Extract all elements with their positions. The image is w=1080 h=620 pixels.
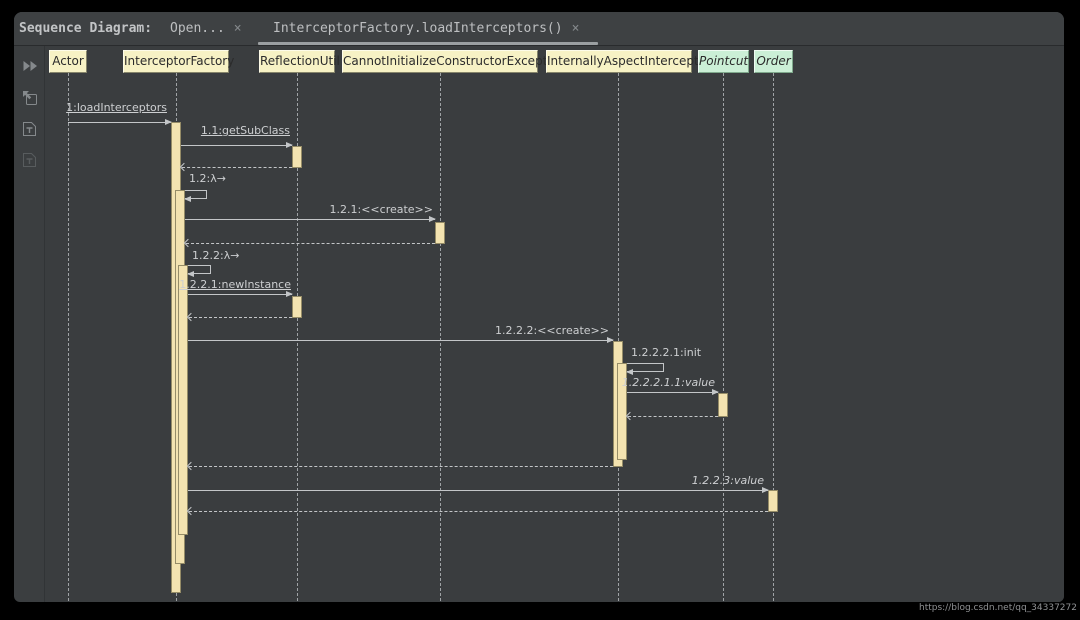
- arrowhead: [712, 389, 719, 395]
- activation-interceptorfactory-3: [178, 265, 188, 535]
- message-label-lambda1[interactable]: 1.2:λ→: [189, 172, 226, 185]
- arrowhead: [186, 506, 196, 516]
- tab-loadinterceptors-close-icon[interactable]: ×: [571, 21, 580, 36]
- arrowhead: [625, 411, 635, 421]
- arrowhead: [183, 238, 193, 248]
- self-call-lambda2: [187, 265, 211, 277]
- message-label-newinstance[interactable]: 1.2.2.1:newInstance: [179, 278, 291, 291]
- export-text-disabled-icon: [22, 152, 38, 168]
- return-arrow-value2: [186, 506, 768, 516]
- lifeline-internallyaspectinterceptor: [618, 73, 619, 601]
- participant-reflectionutil[interactable]: ReflectionUtil: [259, 50, 340, 73]
- message-label-lambda2[interactable]: 1.2.2:λ→: [192, 249, 240, 262]
- arrowhead: [286, 142, 293, 148]
- tab-open-close-icon[interactable]: ×: [233, 21, 242, 36]
- arrowhead: [165, 119, 172, 125]
- arrowhead: [429, 216, 436, 222]
- panel-title: Sequence Diagram:: [19, 21, 153, 36]
- message-label-loadinterceptors[interactable]: 1:loadInterceptors: [66, 101, 167, 114]
- return-arrow-create2: [186, 461, 613, 471]
- tab-bar: Sequence Diagram: Open... × InterceptorF…: [14, 12, 1064, 46]
- tab-open[interactable]: Open... ×: [170, 12, 242, 45]
- arrowhead: [186, 461, 196, 471]
- message-label-init[interactable]: 1.2.2.2.1:init: [631, 346, 702, 359]
- activation-internallyaspectinterceptor-2: [617, 363, 627, 460]
- message-arrow-value1: [627, 389, 719, 395]
- arrowhead: [179, 162, 189, 172]
- activation-pointcut: [718, 393, 728, 417]
- export-text-icon[interactable]: [22, 121, 38, 137]
- activation-cannotinitializeconstructorexception: [435, 222, 445, 244]
- arrowhead: [286, 291, 293, 297]
- activation-order: [768, 490, 778, 512]
- arrowhead: [187, 271, 194, 277]
- return-arrow-newinstance: [186, 312, 292, 322]
- tab-loadinterceptors[interactable]: InterceptorFactory.loadInterceptors() ×: [273, 12, 579, 45]
- lifeline-pointcut: [723, 73, 724, 601]
- diagram-toolbar: [14, 46, 45, 602]
- participant-cannotinitializeconstructorexception[interactable]: CannotInitializeConstructorException: [342, 50, 566, 73]
- diagram-canvas: Actor InterceptorFactory ReflectionUtil …: [45, 46, 1064, 602]
- activation-reflectionutil-1: [292, 146, 302, 168]
- message-label-value1[interactable]: 1.2.2.2.1.1:value: [621, 376, 715, 389]
- sequence-diagram-panel: Sequence Diagram: Open... × InterceptorF…: [14, 12, 1064, 602]
- lifeline-cannotinitializeconstructorexception: [440, 73, 441, 601]
- tab-loadinterceptors-label[interactable]: InterceptorFactory.loadInterceptors(): [273, 21, 563, 36]
- lifeline-actor: [68, 73, 69, 601]
- arrowhead: [607, 337, 614, 343]
- return-arrow-value1: [625, 411, 718, 421]
- message-label-create2[interactable]: 1.2.2.2:<<create>>: [495, 324, 609, 337]
- self-call-init: [626, 363, 664, 375]
- arrowhead: [762, 487, 769, 493]
- participant-actor[interactable]: Actor: [49, 50, 87, 73]
- arrowhead: [186, 312, 196, 322]
- arrowhead: [626, 369, 633, 375]
- message-arrow-create2: [188, 337, 614, 343]
- tab-open-label[interactable]: Open...: [170, 21, 225, 36]
- return-arrow-getsubclass: [179, 162, 292, 172]
- message-arrow-getsubclass: [181, 142, 293, 148]
- return-arrow-create1: [183, 238, 435, 248]
- active-tab-indicator: [258, 42, 598, 45]
- participant-order[interactable]: Order: [754, 50, 793, 73]
- lifeline-reflectionutil: [297, 73, 298, 601]
- participant-internallyaspectinterceptor[interactable]: InternallyAspectInterceptor: [546, 50, 711, 73]
- message-arrow-newinstance: [188, 291, 293, 297]
- double-play-icon[interactable]: [22, 57, 38, 73]
- message-label-value2[interactable]: 1.2.2.3:value: [691, 474, 764, 487]
- message-label-create1[interactable]: 1.2.1:<<create>>: [329, 203, 433, 216]
- message-arrow-loadinterceptors: [68, 119, 172, 125]
- message-arrow-create1: [185, 216, 436, 222]
- lifeline-order: [773, 73, 774, 601]
- message-arrow-value2: [188, 487, 769, 493]
- arrowhead: [184, 196, 191, 202]
- participant-interceptorfactory[interactable]: InterceptorFactory: [123, 50, 234, 73]
- export-image-icon[interactable]: [22, 90, 38, 106]
- activation-reflectionutil-2: [292, 296, 302, 318]
- participant-pointcut[interactable]: Pointcut: [698, 50, 749, 73]
- message-label-getsubclass[interactable]: 1.1:getSubClass: [200, 124, 290, 137]
- self-call-lambda1: [184, 190, 207, 202]
- watermark-url: https://blog.csdn.net/qq_34337272: [918, 603, 1077, 613]
